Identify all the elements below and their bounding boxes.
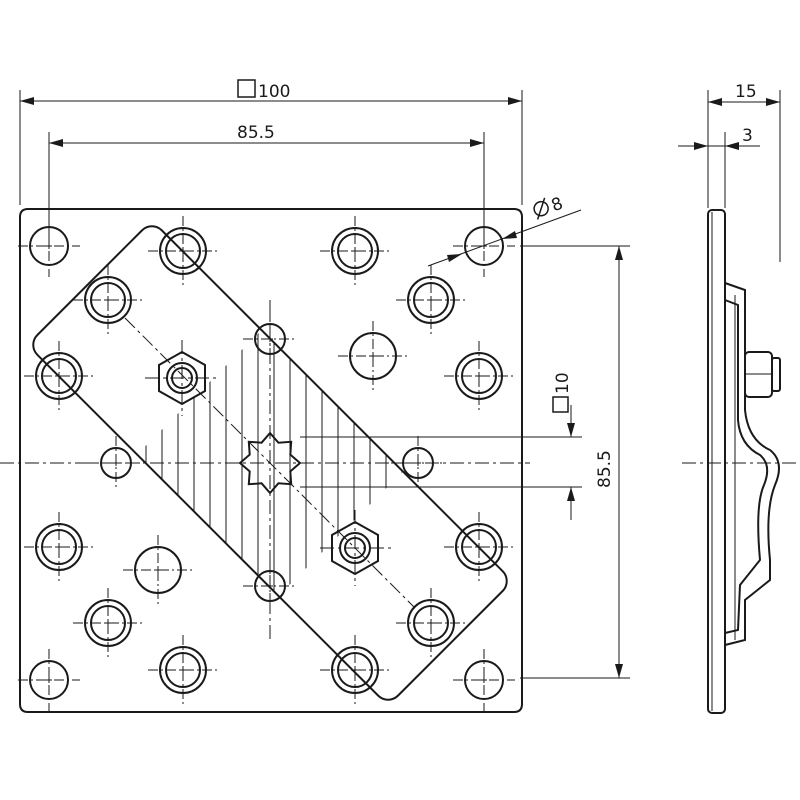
mounting-hole bbox=[396, 588, 466, 658]
hole-pitch-label: 85.5 bbox=[237, 123, 275, 143]
dimension-hole-pitch: 85.5 bbox=[48, 123, 485, 240]
dimension-vertical-pitch: 85.5 bbox=[520, 245, 630, 679]
mounting-hole bbox=[123, 535, 193, 605]
dimension-plate-thickness: 3 bbox=[678, 126, 760, 208]
total-thickness-label: 15 bbox=[735, 82, 757, 102]
plate-width-label: 100 bbox=[258, 82, 290, 102]
front-view bbox=[0, 208, 530, 713]
side-plate bbox=[707, 209, 726, 714]
mounting-hole bbox=[18, 649, 80, 711]
dimension-total-thickness: 15 bbox=[707, 82, 781, 262]
diameter-symbol bbox=[533, 200, 549, 217]
mounting-hole bbox=[320, 216, 390, 286]
hole-diameter-label: 8 bbox=[549, 194, 566, 216]
square-drive-symbol bbox=[552, 396, 569, 413]
side-view bbox=[682, 209, 800, 714]
vertical-pitch-label: 85.5 bbox=[595, 450, 615, 488]
mounting-hole bbox=[320, 635, 390, 705]
mounting-hole bbox=[338, 321, 408, 391]
dimension-hole-diameter: 8 bbox=[427, 194, 582, 267]
diagonal-centerline bbox=[124, 317, 416, 609]
square-drive-label: 10 bbox=[553, 372, 573, 394]
mounting-hole bbox=[73, 265, 143, 335]
mounting-hole bbox=[444, 341, 514, 411]
bracket-outline bbox=[32, 225, 508, 701]
mounting-hole bbox=[24, 512, 94, 582]
mounting-hole bbox=[73, 588, 143, 658]
mounting-hole bbox=[24, 341, 94, 411]
mounting-hole bbox=[148, 635, 218, 705]
dimension-square-drive: 10 bbox=[300, 372, 582, 520]
dimension-plate-width: 100 bbox=[19, 79, 523, 205]
plate-thickness-label: 3 bbox=[742, 126, 753, 146]
mounting-hole bbox=[148, 216, 218, 286]
swivel-bracket bbox=[32, 225, 508, 701]
hatch-lines bbox=[145, 330, 403, 596]
base-plate-outline bbox=[19, 208, 523, 713]
mounting-hole bbox=[396, 265, 466, 335]
side-bracket-profile bbox=[724, 282, 780, 646]
mounting-hole bbox=[453, 649, 515, 711]
square-symbol bbox=[237, 79, 256, 98]
mounting-holes bbox=[18, 215, 515, 711]
